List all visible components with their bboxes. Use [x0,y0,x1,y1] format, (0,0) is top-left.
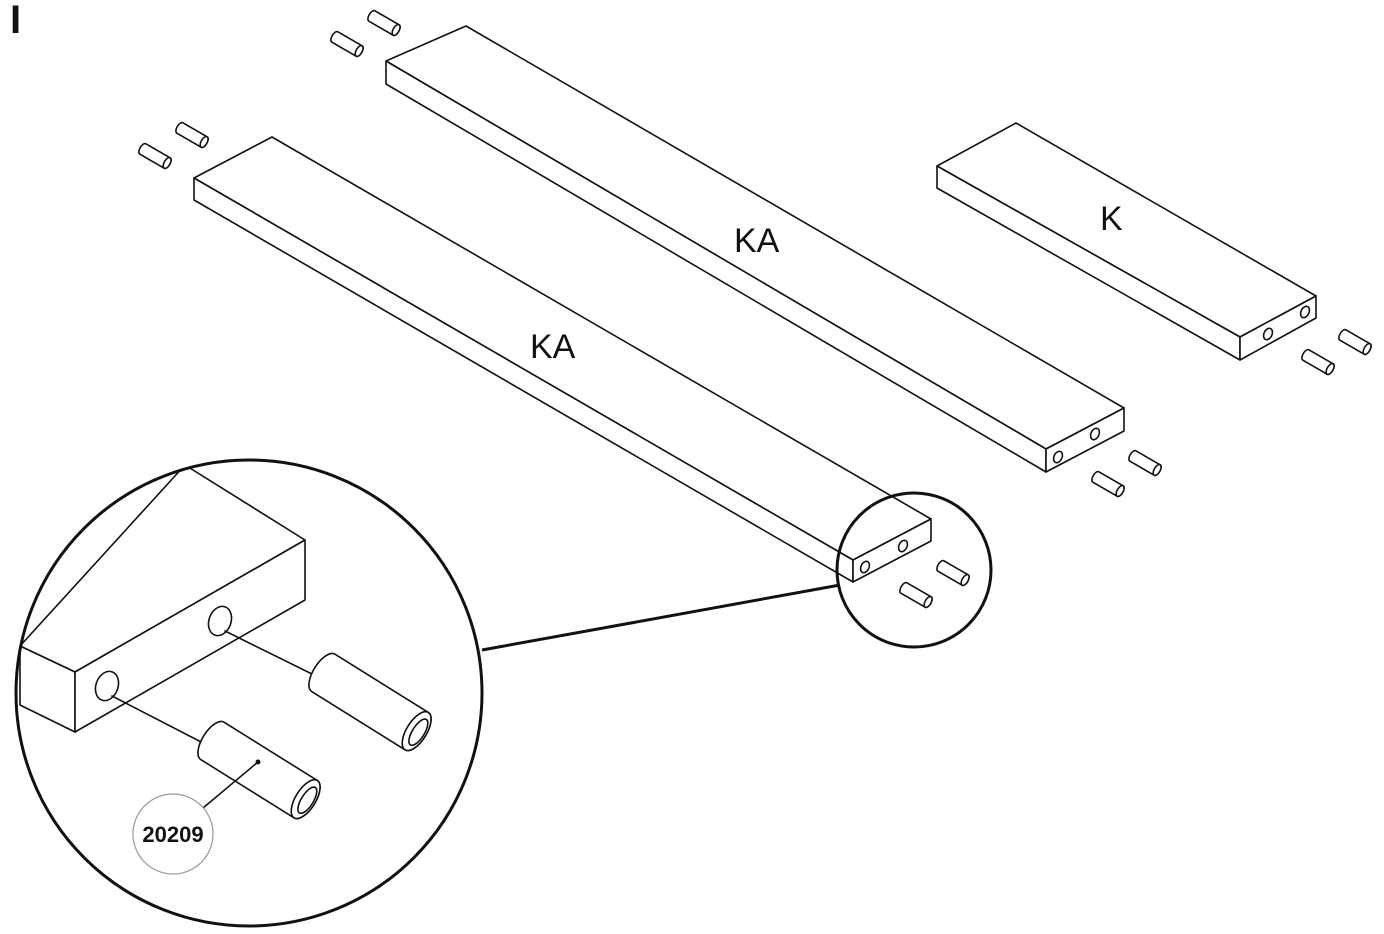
step-number: I [10,0,21,42]
part-number-badge: 20209 [132,793,214,875]
wooden-dowel [1089,469,1127,499]
wooden-dowel [1336,327,1374,357]
wooden-dowel [934,558,972,588]
board-label-k: K [1100,200,1123,238]
wooden-dowel [136,141,174,171]
board-ka-upper [385,25,1125,473]
dowel-hole [859,560,871,574]
magnifier-leader-line [481,583,841,652]
board-k [936,122,1317,361]
wooden-dowel [897,580,935,610]
dowel-hole [207,605,233,637]
dowel-hole [897,539,909,553]
magnifier-circle [14,458,484,928]
dowel-hole [1262,327,1274,341]
wooden-dowel [328,29,366,59]
wooden-dowel [1299,347,1337,377]
board-ka-lower [193,136,932,583]
wooden-dowel [365,8,403,38]
dowel-hole [1052,450,1064,464]
dowel-hole [1299,305,1311,319]
detail-marker-circle [835,491,993,649]
wooden-dowel-closeup [308,652,432,752]
wooden-dowel [173,120,211,150]
board-label-ka-upper: KA [734,222,780,260]
dowel-hole [1089,427,1101,441]
board-label-ka-lower: KA [530,328,576,366]
wooden-dowel-closeup [197,720,321,820]
part-number: 20209 [142,822,203,847]
magnified-detail: 20209 [14,458,484,928]
dowel-hole [94,670,120,702]
wooden-dowel [1126,448,1164,478]
